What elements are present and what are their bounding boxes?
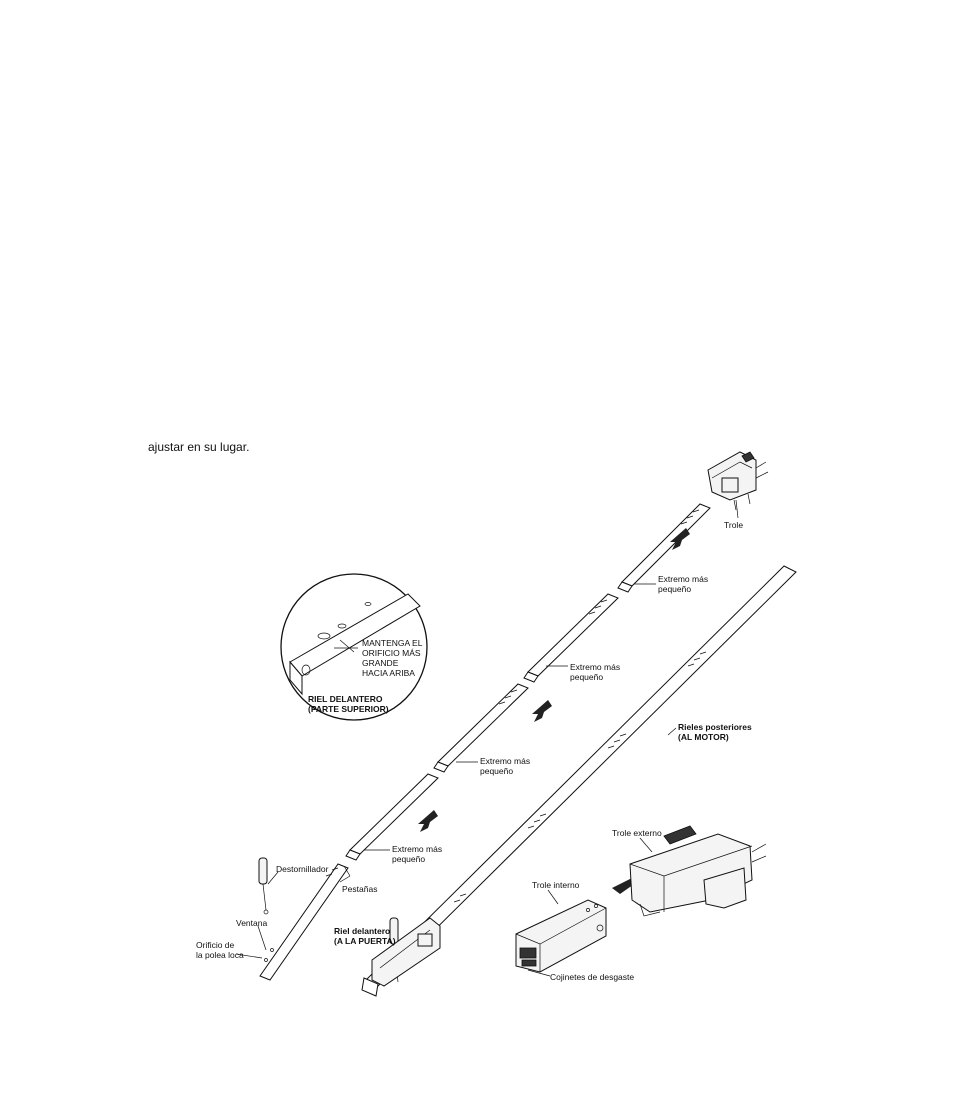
label-ventana: Ventana xyxy=(236,918,267,928)
label-riel-delantero-superior-2: (PARTE SUPERIOR) xyxy=(308,704,389,714)
label-riel-delantero-puerta-1: Riel delantero xyxy=(334,926,390,936)
label-extremo-2b: pequeño xyxy=(570,672,603,682)
label-mantenga-4: HACIA ARIBA xyxy=(362,668,415,678)
short-rail-4 xyxy=(345,773,439,861)
inner-trolley xyxy=(515,899,607,973)
leader-lines xyxy=(235,499,739,977)
magnified-detail-circle xyxy=(280,573,428,721)
intro-text: ajustar en su lugar. xyxy=(148,440,250,454)
label-orificio-2: la polea loca xyxy=(196,950,244,960)
short-rail-3 xyxy=(433,683,529,773)
front-rail-left xyxy=(259,863,349,981)
label-extremo-1a: Extremo más xyxy=(658,574,708,584)
label-extremo-4b: pequeño xyxy=(392,854,425,864)
label-extremo-1b: pequeño xyxy=(658,584,691,594)
label-rieles-posteriores-2: (AL MOTOR) xyxy=(678,732,729,742)
label-mantenga-2: ORIFICIO MÁS xyxy=(362,648,421,658)
front-rail-door-end xyxy=(361,917,441,997)
label-trole: Trole xyxy=(724,520,743,530)
label-trole-externo: Trole externo xyxy=(612,828,662,838)
label-mantenga-3: GRANDE xyxy=(362,658,399,668)
label-mantenga-1: MANTENGA EL xyxy=(362,638,423,648)
trolley-illustration xyxy=(707,451,769,511)
label-riel-delantero-superior-1: RIEL DELANTERO xyxy=(308,694,383,704)
label-destornillador: Destornillador xyxy=(276,864,329,874)
label-cojinetes: Cojinetes de desgaste xyxy=(550,972,634,982)
label-trole-interno: Trole interno xyxy=(532,880,580,890)
label-pestanas: Pestañas xyxy=(342,884,377,894)
label-extremo-3b: pequeño xyxy=(480,766,513,776)
label-extremo-4a: Extremo más xyxy=(392,844,442,854)
screwdriver-left xyxy=(258,857,269,915)
outer-trolley xyxy=(629,825,767,917)
short-rail-2 xyxy=(523,593,619,683)
short-rail-1 xyxy=(617,503,711,593)
label-extremo-2a: Extremo más xyxy=(570,662,620,672)
label-extremo-3a: Extremo más xyxy=(480,756,530,766)
label-rieles-posteriores-1: Rieles posteriores xyxy=(678,722,752,732)
label-orificio-1: Orificio de xyxy=(196,940,235,950)
label-riel-delantero-puerta-2: (A LA PUERTA) xyxy=(334,936,396,946)
